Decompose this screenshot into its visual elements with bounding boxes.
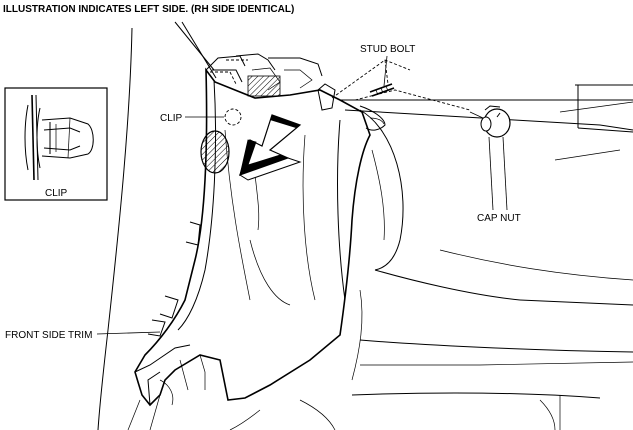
- clip-location-hatched: [200, 130, 230, 174]
- stud-bolt-label: STUD BOLT: [360, 44, 415, 55]
- cap-nut-leader-1: [488, 136, 494, 211]
- front-side-trim-panel: [134, 53, 386, 407]
- clip-label: CLIP: [160, 113, 183, 124]
- arrow-down-left-icon: [238, 114, 302, 181]
- front-side-trim-leader: [96, 331, 161, 335]
- clip-location-dashed: [224, 108, 242, 126]
- stud-bolt-leader: [383, 55, 388, 87]
- stud-bolt-icon: [331, 59, 471, 111]
- front-side-trim-label: FRONT SIDE TRIM: [5, 330, 92, 341]
- cap-nut-icon: [469, 105, 511, 138]
- cap-nut-label: CAP NUT: [477, 213, 521, 224]
- cap-nut-leader-2: [502, 136, 508, 211]
- clip-icon: [24, 94, 94, 181]
- illustration-title: ILLUSTRATION INDICATES LEFT SIDE. (RH SI…: [3, 4, 294, 15]
- clip-inset-label: CLIP: [45, 188, 68, 199]
- vehicle-body-outline: [97, 21, 633, 430]
- clip-detail-inset: CLIP: [4, 87, 108, 201]
